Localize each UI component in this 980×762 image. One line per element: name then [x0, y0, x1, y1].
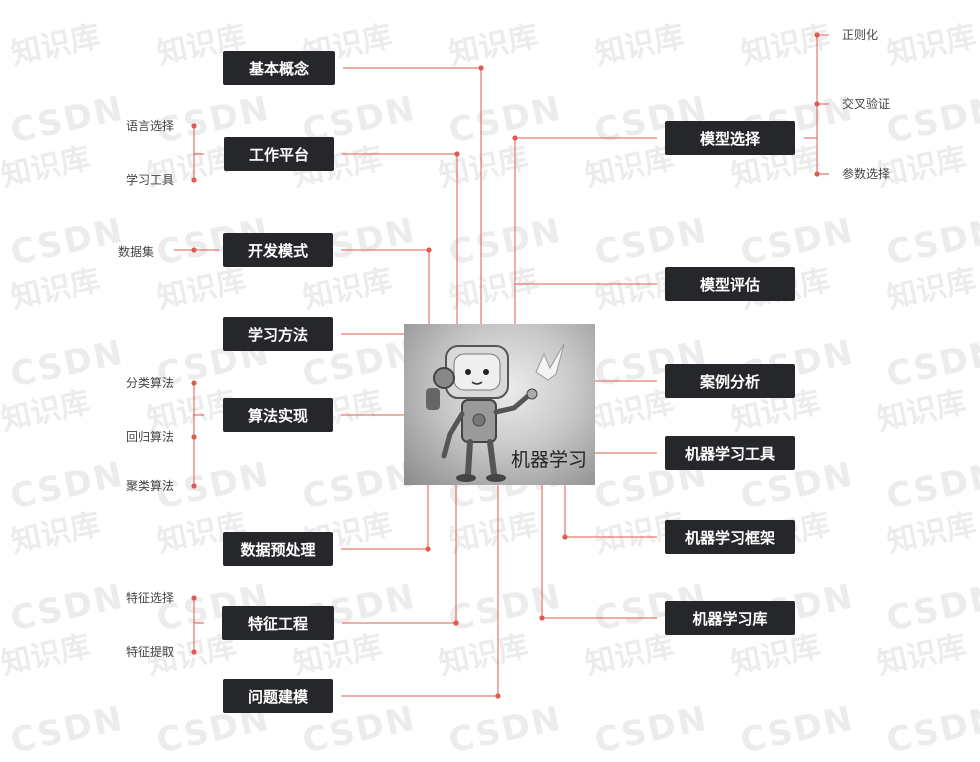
left-topic-node[interactable]: 问题建模	[223, 679, 333, 713]
central-topic-label: 机器学习	[511, 449, 588, 471]
left-topic-node[interactable]: 基本概念	[223, 51, 335, 85]
leaf-label[interactable]: 聚类算法	[125, 479, 174, 493]
connector-dot	[191, 123, 197, 129]
leaf-label[interactable]: 交叉验证	[842, 97, 891, 111]
leaf-label[interactable]: 回归算法	[125, 430, 174, 444]
connector-dot	[512, 135, 518, 141]
connector-dot	[478, 65, 484, 71]
left-topic-node[interactable]: 开发模式	[223, 233, 333, 267]
connector-dot	[191, 649, 197, 655]
connector-dot	[539, 615, 545, 621]
connector-dot	[454, 151, 460, 157]
left-topic-node[interactable]: 特征工程	[222, 606, 334, 640]
connector-dot	[191, 177, 197, 183]
right-topic-node[interactable]: 模型选择	[665, 121, 795, 155]
connector-dot	[453, 620, 459, 626]
connector-dot	[562, 534, 568, 540]
right-topic-node[interactable]: 机器学习工具	[665, 436, 795, 470]
central-topic-image[interactable]: 机器学习	[404, 324, 595, 485]
robot-illustration	[426, 343, 565, 482]
leaf-label[interactable]: 分类算法	[125, 376, 174, 390]
connector-dot	[191, 595, 197, 601]
left-topic-node[interactable]: 算法实现	[223, 398, 333, 432]
connector-dot	[191, 247, 197, 253]
connector-dot	[191, 483, 197, 489]
connector-dot	[426, 247, 432, 253]
leaf-label[interactable]: 正则化	[842, 28, 879, 42]
right-topic-node[interactable]: 案例分析	[665, 364, 795, 398]
leaf-label[interactable]: 参数选择	[842, 167, 891, 181]
leaf-label[interactable]: 特征选择	[125, 591, 174, 605]
leaf-label[interactable]: 特征提取	[125, 645, 174, 659]
connector-dot	[191, 380, 197, 386]
left-topic-node[interactable]: 学习方法	[223, 317, 333, 351]
right-topic-node[interactable]: 模型评估	[665, 267, 795, 301]
left-topic-node[interactable]: 数据预处理	[223, 532, 333, 566]
leaf-label[interactable]: 数据集	[117, 245, 154, 259]
leaf-label[interactable]: 学习工具	[125, 173, 174, 187]
connector-dot	[191, 434, 197, 440]
right-topic-node[interactable]: 机器学习库	[665, 601, 795, 635]
connector-dot	[495, 693, 501, 699]
connector-dot	[425, 546, 431, 552]
leaf-label[interactable]: 语言选择	[125, 119, 174, 133]
left-topic-node[interactable]: 工作平台	[224, 137, 334, 171]
right-topic-node[interactable]: 机器学习框架	[665, 520, 795, 554]
